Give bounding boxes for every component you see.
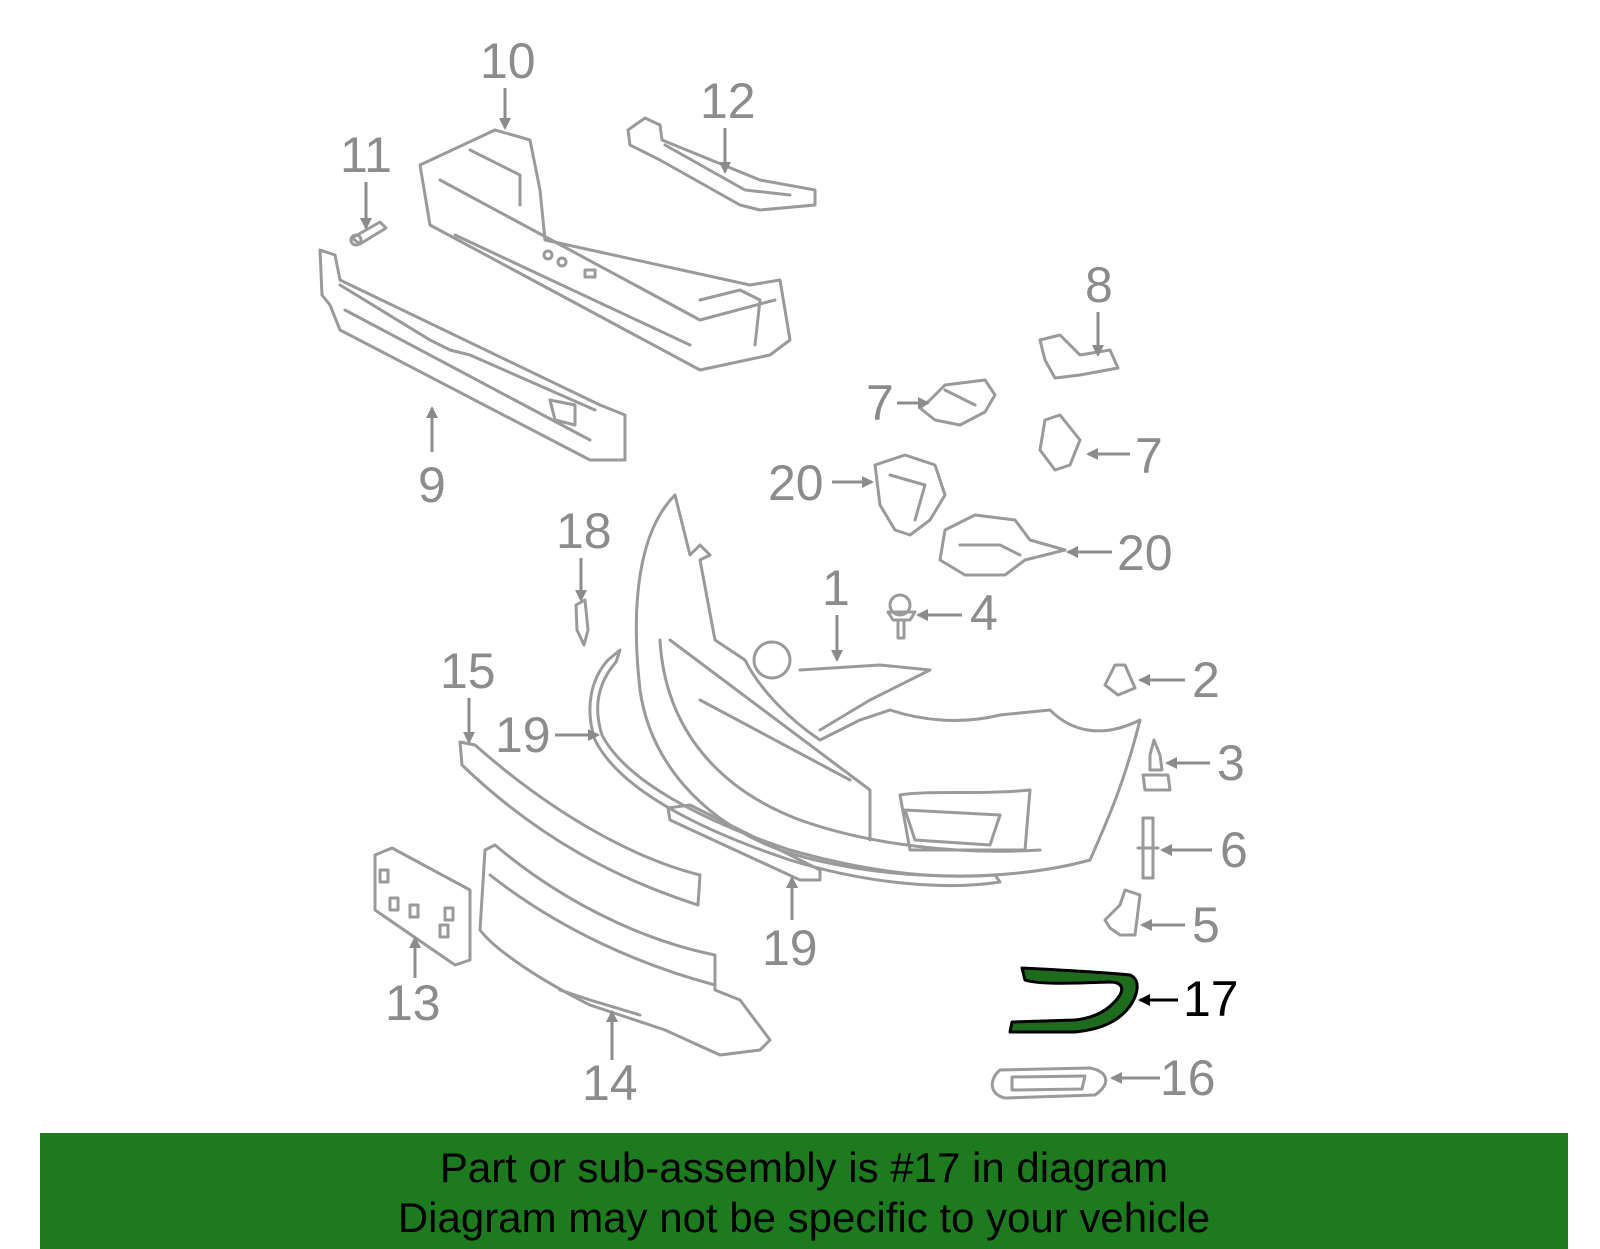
part-13-license-bracket — [373, 846, 472, 967]
callout-16: 16 — [1160, 1050, 1216, 1106]
callout-12: 12 — [700, 73, 756, 129]
callout-17: 17 — [1183, 971, 1239, 1027]
part-9-absorber — [318, 248, 627, 462]
part-17-molding-highlighted — [1008, 966, 1139, 1034]
part-12-bracket — [626, 116, 817, 212]
callout-13: 13 — [385, 975, 441, 1031]
part-7-bracket-upper — [918, 378, 997, 427]
callout-14: 14 — [582, 1055, 638, 1111]
part-17-shape — [1008, 966, 1139, 1034]
part-19-seal-lower — [666, 803, 822, 882]
part-3-screw — [1141, 738, 1172, 792]
callout-18: 18 — [556, 503, 612, 559]
part-1-bumper-cover — [634, 493, 1142, 878]
callout-15: 15 — [440, 643, 496, 699]
callout-19-lower: 19 — [762, 920, 818, 976]
part-7-bracket-lower — [1038, 413, 1082, 472]
part-20-deflector-lower — [938, 513, 1067, 577]
banner-line-part: Part or sub-assembly is #17 in diagram — [439, 1144, 1169, 1191]
banner-line-disclaimer: Diagram may not be specific to your vehi… — [397, 1194, 1211, 1241]
part-14-lower-grille — [478, 843, 772, 1057]
part-11-clip — [349, 220, 388, 247]
part-19-seal-upper — [588, 648, 1002, 887]
callout-19-upper: 19 — [495, 707, 551, 763]
part-2-clip — [1103, 663, 1137, 697]
callout-11: 11 — [340, 127, 392, 183]
part-6-pin — [1136, 816, 1160, 880]
part-18-bracket — [574, 598, 590, 647]
part-4-clip — [886, 593, 917, 640]
leader-arrows — [360, 88, 1212, 1084]
callout-2: 2 — [1192, 652, 1220, 708]
part-10-bumper-reinforcement — [418, 128, 792, 372]
callout-5: 5 — [1192, 897, 1220, 953]
callout-1: 1 — [822, 560, 850, 616]
part-20-deflector-upper — [873, 453, 947, 537]
callout-7-upper: 7 — [866, 375, 894, 431]
callout-9: 9 — [418, 457, 446, 513]
callout-20-lower: 20 — [1117, 525, 1173, 581]
callout-8: 8 — [1085, 257, 1113, 313]
callout-20-upper: 20 — [768, 455, 824, 511]
part-8-bracket — [1038, 333, 1120, 380]
part-5-bracket — [1103, 888, 1142, 937]
callout-10: 10 — [480, 33, 536, 89]
callout-7-lower: 7 — [1135, 428, 1163, 484]
callout-6: 6 — [1220, 822, 1248, 878]
info-banner: Part or sub-assembly is #17 in diagram D… — [40, 1133, 1568, 1249]
callout-4: 4 — [970, 585, 998, 641]
part-15-molding — [458, 740, 702, 907]
callout-3: 3 — [1217, 735, 1245, 791]
part-16-bezel — [990, 1066, 1108, 1100]
